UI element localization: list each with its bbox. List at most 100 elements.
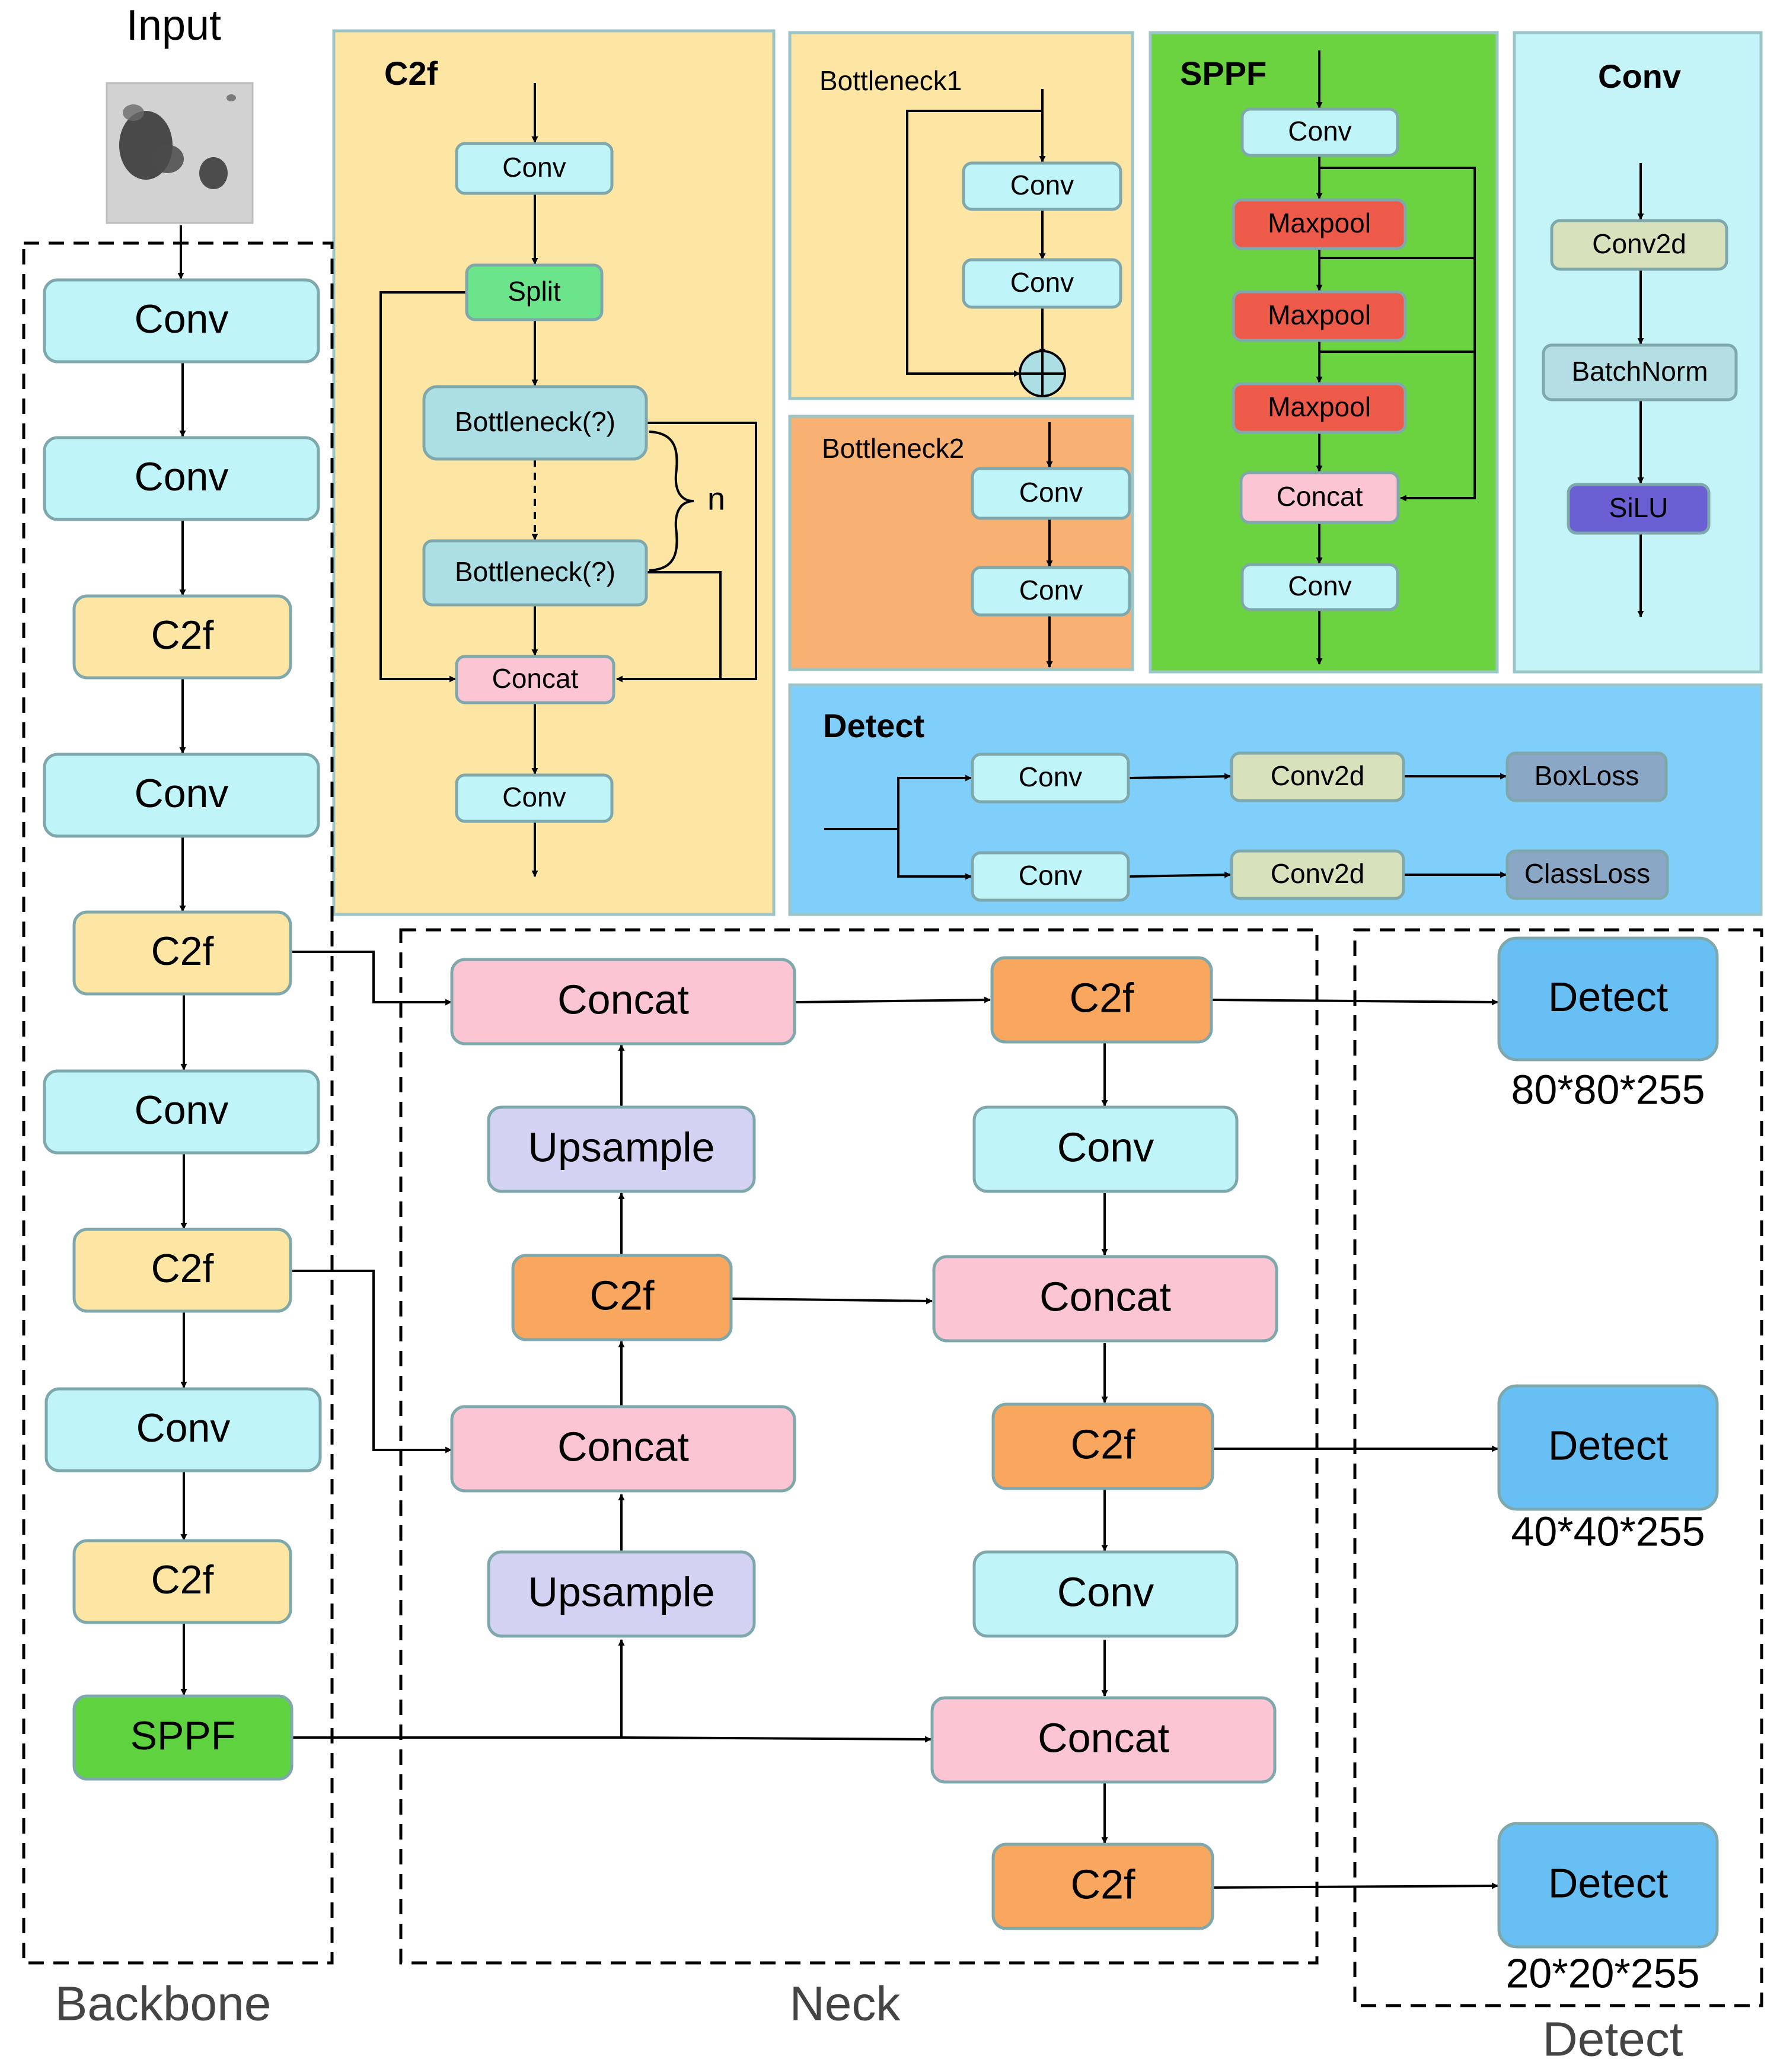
backbone-c2f-7: C2f (72, 1228, 292, 1313)
sppf-maxpool-2-label: Maxpool (1268, 299, 1371, 330)
arrow-c2f5-to-concat-top (292, 951, 452, 1006)
neck-upsample-bottom-label: Upsample (528, 1569, 714, 1615)
backbone-frame (22, 241, 334, 1965)
backbone-c2f-5: C2f (72, 910, 292, 996)
c2f-brace (649, 431, 694, 572)
neck-c2f-out3-label: C2f (1071, 1861, 1135, 1907)
bn2-conv-1-label: Conv (1019, 477, 1083, 508)
backbone-label: Backbone (55, 1977, 272, 2031)
detect-panel-conv-2: Conv (971, 851, 1130, 902)
arrow-to-detect1 (1212, 999, 1499, 1006)
sppf-conv-bottom: Conv (1240, 563, 1399, 611)
c2f-panel-conv-bottom: Conv (455, 773, 614, 823)
backbone-conv-6: Conv (43, 1069, 320, 1155)
detect-head-2-label: Detect (1548, 1422, 1668, 1468)
conv-panel-batchnorm: BatchNorm (1542, 343, 1738, 401)
detect-panel-title: Detect (823, 707, 924, 744)
neck-upsample-bottom: Upsample (487, 1550, 756, 1638)
bn1-conv-1-label: Conv (1010, 170, 1074, 200)
neck-c2f-out1: C2f (990, 956, 1213, 1044)
backbone-conv-2-label: Conv (135, 454, 229, 499)
backbone-conv-8-label: Conv (136, 1405, 231, 1451)
sppf-concat: Concat (1239, 471, 1400, 524)
neck-concat-r1: Concat (932, 1255, 1278, 1343)
detect-head-3-label: Detect (1548, 1860, 1668, 1906)
detect-panel-conv2d-1: Conv2d (1230, 751, 1405, 802)
arrow-c2f-left-to-concat-r1 (732, 1298, 933, 1305)
sppf-maxpool-2: Maxpool (1232, 290, 1407, 342)
backbone-conv-6-label: Conv (135, 1088, 229, 1133)
backbone-c2f-3: C2f (72, 594, 292, 680)
bn1-conv-2-label: Conv (1010, 267, 1074, 298)
conv-panel-title: Conv (1598, 58, 1681, 95)
neck-conv-2: Conv (972, 1550, 1239, 1638)
arrow-c2f7-to-concat-mid (292, 1270, 452, 1453)
input-label: Input (126, 2, 221, 49)
sppf-maxpool-3: Maxpool (1232, 382, 1407, 434)
detect-size-2: 40*40*255 (1511, 1508, 1705, 1554)
backbone-conv-2: Conv (43, 436, 320, 521)
input-image (106, 82, 254, 224)
detect-panel-conv2d-2: Conv2d (1230, 849, 1405, 900)
backbone-sppf-10: SPPF (72, 1694, 294, 1781)
neck-upsample-top: Upsample (487, 1105, 756, 1193)
neck-conv-2-label: Conv (1057, 1569, 1154, 1615)
c2f-panel-conv-top: Conv (455, 142, 614, 195)
neck-concat-r2: Concat (930, 1696, 1277, 1784)
neck-conv-1: Conv (972, 1105, 1239, 1193)
neck-conv-1-label: Conv (1057, 1124, 1154, 1170)
c2f-panel-bottleneck-a: Bottleneck(?) (422, 385, 648, 461)
c2f-panel-concat-label: Concat (492, 663, 579, 694)
backbone-conv-1-label: Conv (135, 297, 229, 342)
detect-panel-conv-1: Conv (971, 753, 1130, 804)
arrow-to-detect3 (1212, 1882, 1499, 1889)
neck-concat-mid-label: Concat (557, 1423, 689, 1469)
conv-panel-silu: SiLU (1567, 483, 1711, 535)
sppf-maxpool-1: Maxpool (1232, 198, 1407, 250)
bn2-conv-2-label: Conv (1019, 575, 1083, 605)
neck-concat-mid: Concat (450, 1405, 796, 1493)
detect-panel-classloss: ClassLoss (1505, 849, 1669, 900)
sppf-maxpool-1-label: Maxpool (1268, 208, 1371, 238)
arrow-sppf-to-concat-r2 (292, 1736, 932, 1743)
backbone-c2f-9-label: C2f (151, 1557, 214, 1602)
conv-panel-conv2d-label: Conv2d (1592, 228, 1686, 259)
neck-concat-top-label: Concat (557, 976, 689, 1022)
detect-section-label: Detect (1543, 2013, 1683, 2067)
det-branch-down (897, 829, 972, 880)
c2f-panel-bottleneck-b: Bottleneck(?) (422, 539, 648, 607)
c2f-panel-title: C2f (384, 55, 438, 92)
neck-c2f-out3: C2f (991, 1843, 1214, 1930)
backbone-conv-8: Conv (44, 1387, 322, 1472)
backbone-c2f-5-label: C2f (151, 929, 214, 974)
bottleneck1-panel-title: Bottleneck1 (819, 65, 962, 96)
det-branch-up (897, 774, 972, 829)
neck-c2f-out2-label: C2f (1071, 1421, 1135, 1467)
c2f-panel-concat: Concat (455, 655, 615, 705)
c2f-repeat-label: n (707, 481, 725, 517)
conv-panel-silu-label: SiLU (1609, 492, 1669, 523)
sppf-concat-label: Concat (1277, 481, 1363, 512)
bn1-conv-1: Conv (962, 161, 1122, 211)
backbone-conv-4-label: Conv (135, 771, 229, 816)
detect-head-3: Detect (1497, 1822, 1719, 1949)
neck-concat-r2-label: Concat (1038, 1714, 1169, 1761)
c2f-panel-bottleneck-a-label: Bottleneck(?) (455, 406, 615, 437)
det-conv1-conv2d1 (1129, 773, 1232, 780)
bn1-conv-2: Conv (962, 258, 1122, 309)
neck-frame (399, 928, 1319, 1965)
detect-panel-boxloss: BoxLoss (1505, 751, 1668, 802)
add-icon (1019, 350, 1066, 397)
detect-panel-conv-1-label: Conv (1019, 761, 1082, 792)
backbone-sppf-10-label: SPPF (130, 1713, 236, 1758)
conv-panel-conv2d: Conv2d (1550, 219, 1728, 271)
bn2-conv-2: Conv (971, 566, 1131, 617)
bottleneck2-panel (788, 415, 1134, 671)
detect-size-1: 80*80*255 (1511, 1066, 1705, 1112)
c2f-split-bypass-arrow (379, 291, 465, 683)
backbone-c2f-3-label: C2f (151, 613, 214, 658)
backbone-conv-1: Conv (43, 278, 320, 364)
detect-panel-conv2d-1-label: Conv2d (1271, 760, 1365, 791)
conv-panel-batchnorm-label: BatchNorm (1571, 356, 1708, 387)
detect-panel-boxloss-label: BoxLoss (1535, 760, 1639, 791)
